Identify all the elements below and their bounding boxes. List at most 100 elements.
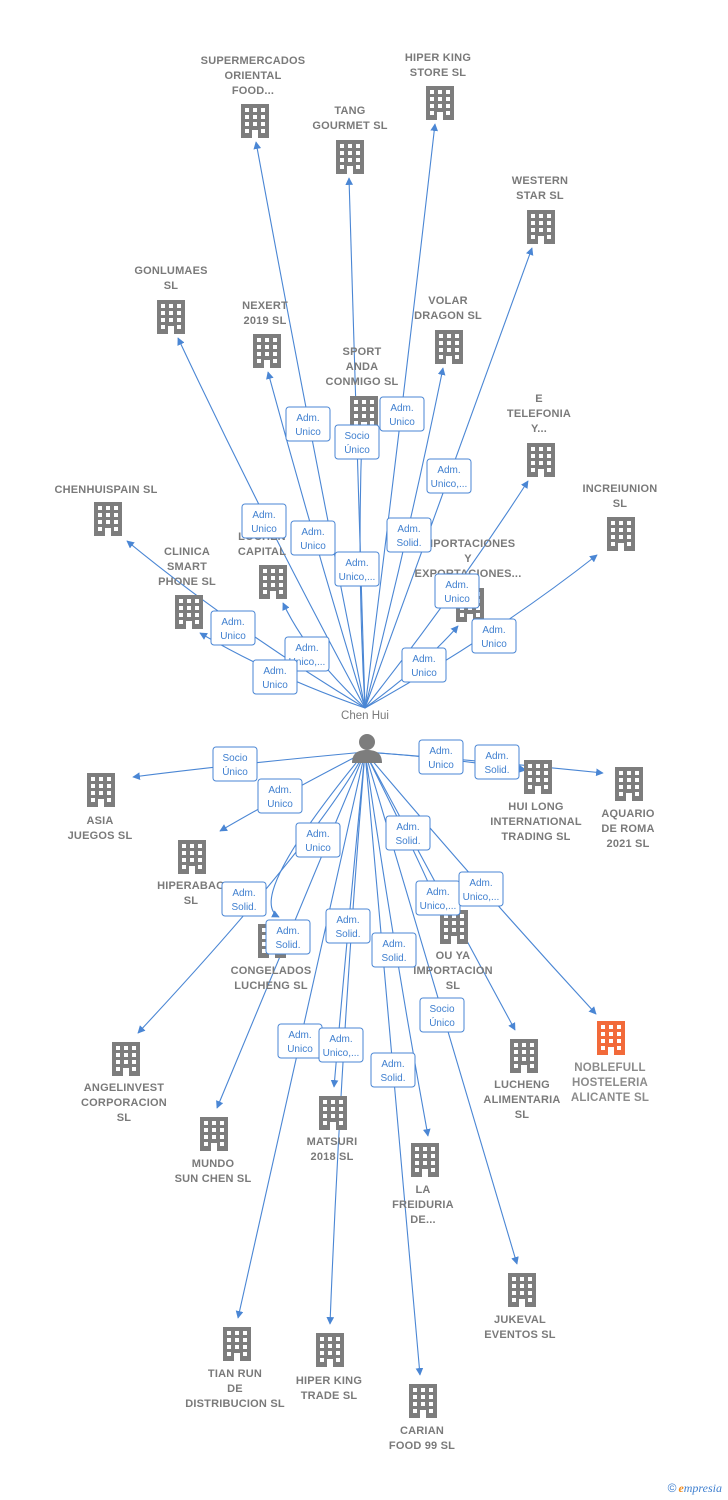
- relation-label[interactable]: Adm. Solid.: [386, 517, 432, 553]
- relation-label[interactable]: Adm.Solid.: [371, 932, 417, 968]
- company-node-carian[interactable]: CARIAN FOOD 99 SL: [389, 1384, 455, 1452]
- company-name: JUKEVAL: [494, 1314, 546, 1326]
- relation-label[interactable]: Adm.Unico,...: [458, 871, 504, 907]
- relation-label[interactable]: Adm.Unico: [257, 778, 303, 814]
- relation-label[interactable]: Adm. Unico: [418, 739, 464, 775]
- company-name: VOLAR: [428, 295, 468, 307]
- relation-label[interactable]: Adm.Solid.: [265, 919, 311, 955]
- building-icon: [200, 1117, 228, 1151]
- company-node-etelefonia[interactable]: ETELEFONIAY...: [507, 393, 571, 477]
- relation-role: Adm.: [329, 1034, 352, 1045]
- relation-role: Unico: [428, 760, 454, 771]
- building-icon: [157, 300, 185, 334]
- center-person[interactable]: Chen Hui: [341, 710, 389, 763]
- relation-label[interactable]: Adm.Unico: [295, 822, 341, 858]
- relation-label[interactable]: Adm.Solid.: [370, 1052, 416, 1088]
- relation-role: Único: [222, 765, 248, 778]
- company-name: DRAGON SL: [414, 310, 482, 322]
- company-name: LUCHENG: [494, 1079, 550, 1091]
- company-node-supermercados[interactable]: SUPERMERCADOSORIENTALFOOD...: [201, 55, 306, 138]
- relation-role: Solid.: [396, 538, 421, 549]
- relation-label[interactable]: Adm.Unico: [210, 610, 256, 646]
- company-name: GONLUMAES: [134, 265, 207, 277]
- relation-role: Adm.: [263, 666, 286, 677]
- relation-label[interactable]: Adm.Solid.: [325, 908, 371, 944]
- company-name: CHENHUISPAIN SL: [54, 484, 157, 496]
- relation-label[interactable]: Adm. Unico: [241, 503, 287, 539]
- relation-role: Adm.: [381, 1059, 404, 1070]
- relation-role: Adm.: [397, 524, 420, 535]
- relation-label[interactable]: Adm.Unico,...: [426, 458, 472, 494]
- relation-label[interactable]: Adm.Unico: [252, 659, 298, 695]
- company-node-volar[interactable]: VOLAR DRAGON SL: [414, 295, 482, 364]
- building-icon: [527, 443, 555, 477]
- relation-label[interactable]: Adm.Unico: [434, 573, 480, 609]
- relation-label[interactable]: Adm.Unico: [379, 396, 425, 432]
- building-icon: [94, 502, 122, 536]
- company-name: MUNDO: [192, 1158, 235, 1170]
- building-icon: [527, 210, 555, 244]
- company-node-chenhuispain[interactable]: CHENHUISPAIN SL: [54, 484, 157, 536]
- company-node-lochen[interactable]: LOCHENCAPITAL: [238, 531, 287, 599]
- relation-label[interactable]: Adm.Solid.: [221, 881, 267, 917]
- relation-label[interactable]: Adm.Unico: [285, 406, 331, 442]
- relation-label[interactable]: Adm.Solid.: [385, 815, 431, 851]
- company-name: CARIAN: [400, 1425, 444, 1437]
- relation-label[interactable]: Adm.Unico,...: [318, 1027, 364, 1063]
- relation-role: Adm.: [429, 746, 452, 757]
- relation-role: Adm.: [252, 510, 275, 521]
- relation-label[interactable]: Adm.Unico: [401, 647, 447, 683]
- relation-label[interactable]: Adm.Solid.: [474, 744, 520, 780]
- company-name: Y: [464, 553, 472, 565]
- relation-role: Adm.: [396, 822, 419, 833]
- relation-label[interactable]: Adm.Unico: [290, 520, 336, 556]
- company-name: FOOD...: [232, 85, 274, 97]
- relation-label[interactable]: Adm.Unico: [277, 1023, 323, 1059]
- relation-label[interactable]: Adm.Unico,...: [415, 880, 461, 916]
- company-node-freiduria[interactable]: LAFREIDURIADE...: [392, 1143, 454, 1226]
- company-name: INTERNATIONAL: [490, 816, 582, 828]
- company-name: OU YA: [436, 950, 471, 962]
- relation-role: Solid.: [275, 940, 300, 951]
- company-name: DE...: [410, 1214, 435, 1226]
- relation-edge: [137, 751, 366, 1034]
- relation-role: Adm.: [221, 617, 244, 628]
- relation-role: Adm.: [345, 558, 368, 569]
- relation-label[interactable]: Adm.Unico,...: [334, 551, 380, 587]
- relation-role: Unico: [251, 524, 277, 535]
- company-name: FOOD 99 SL: [389, 1440, 455, 1452]
- company-name: ALIMENTARIA: [483, 1094, 560, 1106]
- brand-logo: ©empresia: [667, 1481, 722, 1495]
- relation-label[interactable]: Adm.Unico: [471, 618, 517, 654]
- company-name: ALICANTE SL: [571, 1092, 649, 1104]
- building-icon: [178, 840, 206, 874]
- company-name: E: [535, 393, 543, 405]
- company-name: HOSTELERIA: [572, 1077, 648, 1089]
